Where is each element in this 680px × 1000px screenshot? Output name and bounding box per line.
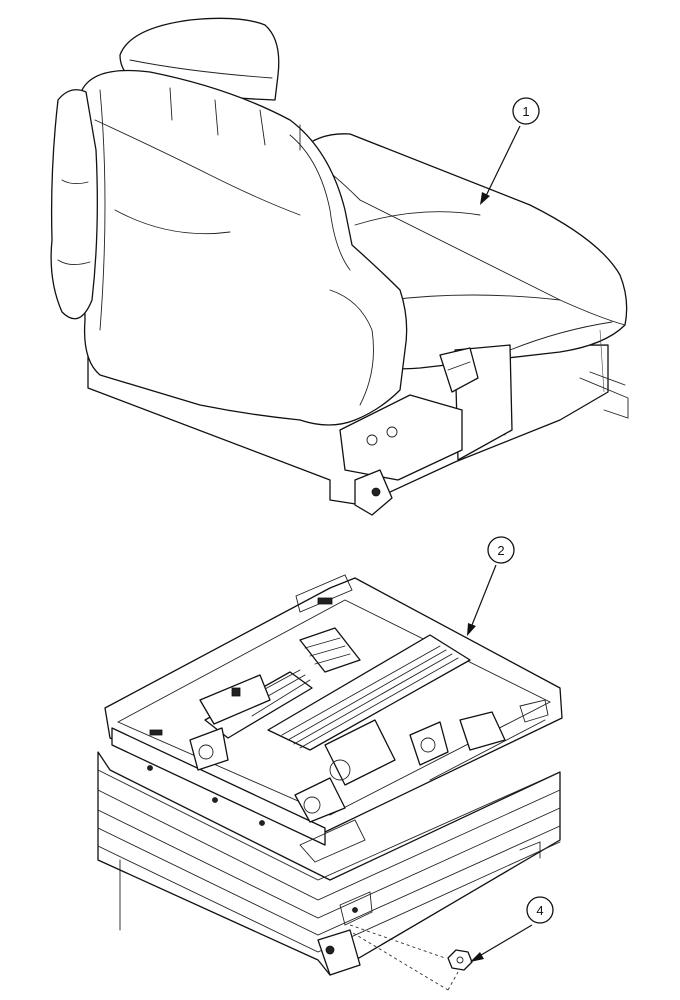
callout-4-label: 4 — [536, 903, 543, 918]
callout-4: 4 — [470, 896, 554, 962]
hex-nut-fastener — [347, 924, 473, 991]
callout-2-label: 2 — [497, 543, 504, 558]
suspension-assembly — [97, 574, 563, 976]
callout-2: 2 — [467, 536, 515, 636]
callout-1: 1 — [480, 97, 540, 205]
callout-1-label: 1 — [522, 104, 529, 119]
seat-cushion-assembly — [50, 17, 629, 516]
